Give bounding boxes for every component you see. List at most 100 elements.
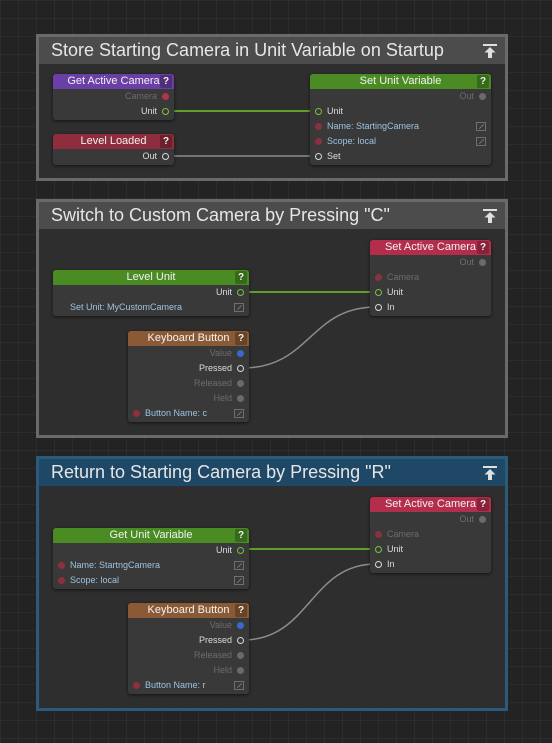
output-unit: Unit bbox=[53, 104, 174, 119]
pin-icon[interactable] bbox=[133, 410, 140, 417]
pin-icon[interactable] bbox=[237, 350, 244, 357]
output-pressed: Pressed bbox=[128, 633, 249, 648]
input-in: In bbox=[370, 300, 491, 315]
pin-icon[interactable] bbox=[162, 93, 169, 100]
help-icon[interactable]: ? bbox=[160, 75, 172, 88]
pin-icon[interactable] bbox=[479, 516, 486, 523]
output-out: Out bbox=[370, 255, 491, 270]
group-title-bar[interactable]: Store Starting Camera in Unit Variable o… bbox=[39, 37, 505, 64]
node-set-active-camera-r[interactable]: Set Active Camera? Out Camera Unit In bbox=[370, 497, 491, 573]
input-in: In bbox=[370, 557, 491, 572]
pin-icon[interactable] bbox=[375, 561, 382, 568]
output-unit: Unit bbox=[53, 285, 249, 300]
pin-icon[interactable] bbox=[237, 547, 244, 554]
pin-icon[interactable] bbox=[375, 546, 382, 553]
input-unit: Unit bbox=[310, 104, 491, 119]
help-icon[interactable]: ? bbox=[477, 498, 489, 511]
node-get-active-camera[interactable]: Get Active Camera? Camera Unit bbox=[53, 74, 174, 120]
output-released: Released bbox=[128, 376, 249, 391]
param-button-name[interactable]: Button Name: r bbox=[128, 678, 249, 693]
pin-icon[interactable] bbox=[479, 259, 486, 266]
pin-icon[interactable] bbox=[133, 682, 140, 689]
edit-pencil-icon[interactable] bbox=[234, 303, 244, 312]
node-title: Level Loaded bbox=[80, 135, 147, 147]
pin-icon[interactable] bbox=[237, 365, 244, 372]
param-name[interactable]: Name: StartngCamera bbox=[53, 558, 249, 573]
node-header[interactable]: Level Loaded? bbox=[53, 134, 174, 149]
node-get-unit-variable[interactable]: Get Unit Variable? Unit Name: StartngCam… bbox=[53, 528, 249, 589]
pin-icon[interactable] bbox=[315, 123, 322, 130]
help-icon[interactable]: ? bbox=[235, 271, 247, 284]
help-icon[interactable]: ? bbox=[477, 75, 489, 88]
pin-icon[interactable] bbox=[237, 667, 244, 674]
group-title-bar[interactable]: Switch to Custom Camera by Pressing "C" bbox=[39, 202, 505, 229]
collapse-group-icon[interactable] bbox=[481, 463, 499, 481]
output-value: Value bbox=[128, 346, 249, 361]
pin-icon[interactable] bbox=[237, 395, 244, 402]
collapse-group-icon[interactable] bbox=[481, 41, 499, 59]
output-out: Out bbox=[370, 512, 491, 527]
pin-icon[interactable] bbox=[237, 289, 244, 296]
input-set: Set bbox=[310, 149, 491, 164]
help-icon[interactable]: ? bbox=[160, 135, 172, 148]
pin-icon[interactable] bbox=[162, 153, 169, 160]
help-icon[interactable]: ? bbox=[477, 241, 489, 254]
param-set-unit[interactable]: Set Unit: MyCustomCamera bbox=[53, 300, 249, 315]
help-icon[interactable]: ? bbox=[235, 604, 247, 617]
output-out: Out bbox=[310, 89, 491, 104]
param-scope[interactable]: Scope: local bbox=[310, 134, 491, 149]
node-title: Keyboard Button bbox=[147, 332, 230, 344]
output-held: Held bbox=[128, 663, 249, 678]
pin-icon[interactable] bbox=[58, 562, 65, 569]
edit-pencil-icon[interactable] bbox=[476, 137, 486, 146]
edit-pencil-icon[interactable] bbox=[234, 681, 244, 690]
input-camera: Camera bbox=[370, 270, 491, 285]
node-header[interactable]: Set Unit Variable? bbox=[310, 74, 491, 89]
node-set-unit-variable[interactable]: Set Unit Variable? Out Unit Name: Starti… bbox=[310, 74, 491, 165]
param-scope[interactable]: Scope: local bbox=[53, 573, 249, 588]
pin-icon[interactable] bbox=[375, 289, 382, 296]
node-level-loaded[interactable]: Level Loaded? Out bbox=[53, 134, 174, 165]
help-icon[interactable]: ? bbox=[235, 332, 247, 345]
param-name[interactable]: Name: StartingCamera bbox=[310, 119, 491, 134]
group-switch-custom-camera[interactable]: Switch to Custom Camera by Pressing "C" bbox=[36, 199, 508, 438]
node-header[interactable]: Get Unit Variable? bbox=[53, 528, 249, 543]
pin-icon[interactable] bbox=[375, 304, 382, 311]
node-header[interactable]: Set Active Camera? bbox=[370, 240, 491, 255]
node-header[interactable]: Set Active Camera? bbox=[370, 497, 491, 512]
pin-icon[interactable] bbox=[237, 637, 244, 644]
node-header[interactable]: Level Unit? bbox=[53, 270, 249, 285]
param-button-name[interactable]: Button Name: c bbox=[128, 406, 249, 421]
pin-icon[interactable] bbox=[315, 108, 322, 115]
edit-pencil-icon[interactable] bbox=[234, 409, 244, 418]
pin-icon[interactable] bbox=[237, 622, 244, 629]
pin-icon[interactable] bbox=[237, 380, 244, 387]
pin-icon[interactable] bbox=[479, 93, 486, 100]
edit-pencil-icon[interactable] bbox=[234, 576, 244, 585]
output-value: Value bbox=[128, 618, 249, 633]
node-level-unit[interactable]: Level Unit? Unit Set Unit: MyCustomCamer… bbox=[53, 270, 249, 316]
pin-icon[interactable] bbox=[162, 108, 169, 115]
node-set-active-camera-c[interactable]: Set Active Camera? Out Camera Unit In bbox=[370, 240, 491, 316]
input-camera: Camera bbox=[370, 527, 491, 542]
pin-icon[interactable] bbox=[237, 652, 244, 659]
help-icon[interactable]: ? bbox=[235, 529, 247, 542]
edit-pencil-icon[interactable] bbox=[476, 122, 486, 131]
node-title: Level Unit bbox=[126, 271, 176, 283]
pin-icon[interactable] bbox=[375, 531, 382, 538]
output-camera: Camera bbox=[53, 89, 174, 104]
collapse-group-icon[interactable] bbox=[481, 206, 499, 224]
node-header[interactable]: Get Active Camera? bbox=[53, 74, 174, 89]
node-header[interactable]: Keyboard Button? bbox=[128, 603, 249, 618]
pin-icon[interactable] bbox=[315, 138, 322, 145]
node-keyboard-button-c[interactable]: Keyboard Button? Value Pressed Released … bbox=[128, 331, 249, 422]
edit-pencil-icon[interactable] bbox=[234, 561, 244, 570]
node-title: Set Active Camera bbox=[384, 498, 477, 510]
node-header[interactable]: Keyboard Button? bbox=[128, 331, 249, 346]
node-keyboard-button-r[interactable]: Keyboard Button? Value Pressed Released … bbox=[128, 603, 249, 694]
group-title-bar[interactable]: Return to Starting Camera by Pressing "R… bbox=[39, 459, 505, 486]
pin-icon[interactable] bbox=[375, 274, 382, 281]
pin-icon[interactable] bbox=[58, 577, 65, 584]
output-out: Out bbox=[53, 149, 174, 164]
pin-icon[interactable] bbox=[315, 153, 322, 160]
